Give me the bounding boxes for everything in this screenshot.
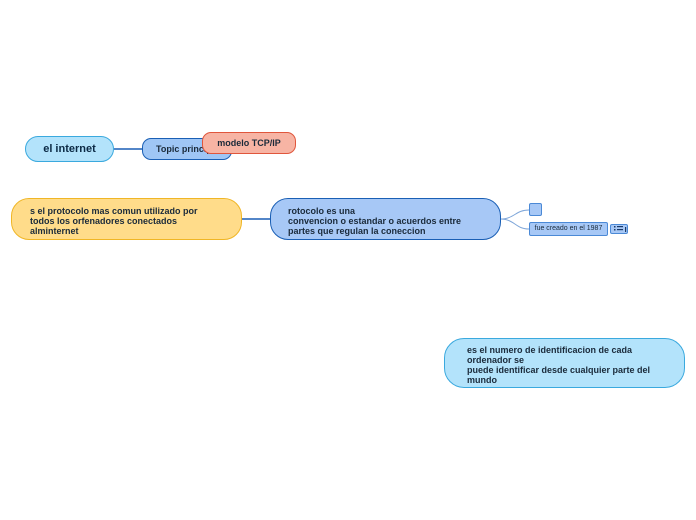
subtopic-label: fue creado en el 1987 [534, 225, 603, 232]
yellow-node-line-1: s el protocolo mas comun utilizado por [30, 206, 198, 216]
yellow-node-line-3: alminternet [30, 226, 79, 236]
subtopic-node-creado-1987[interactable]: fue creado en el 1987 [529, 222, 608, 236]
topic-node-direccion-ip[interactable]: es el numero de identificacion de cada o… [444, 338, 685, 388]
blue-node-line-2: convencion o estandar o acuerdos entre [288, 216, 462, 226]
blue-node-line-3: partes que regulan la coneccion [288, 226, 426, 236]
list-icon[interactable] [610, 224, 628, 234]
cyan-node-line-3: puede identificar desde cualquier parte … [467, 365, 651, 375]
cyan-node-line-1: es el numero de identificacion de cada [467, 345, 633, 355]
topic-node-protocolo-definicion[interactable]: rotocolo es una convencion o estandar o … [270, 198, 501, 240]
subtopic-empty-node[interactable] [529, 203, 542, 216]
topic-node-label: Topic principal [156, 144, 220, 154]
root-node-el-internet[interactable]: el internet [25, 136, 114, 162]
list-icon-glyph [614, 226, 627, 232]
topic-node-tcp-ip[interactable]: modelo TCP/IP [202, 132, 296, 154]
blue-node-line-1: rotocolo es una [288, 206, 356, 216]
connector-blue-small [499, 209, 530, 220]
topic-node-protocolo-comun[interactable]: s el protocolo mas comun utilizado por t… [11, 198, 242, 240]
tcp-node-label: modelo TCP/IP [217, 138, 281, 148]
cyan-node-line-4: mundo [467, 375, 497, 385]
root-node-label: el internet [43, 143, 96, 155]
connector-blue-label [499, 218, 530, 230]
yellow-node-line-2: todos los orfenadores conectados [30, 216, 178, 226]
cyan-node-line-2: ordenador se [467, 355, 525, 365]
